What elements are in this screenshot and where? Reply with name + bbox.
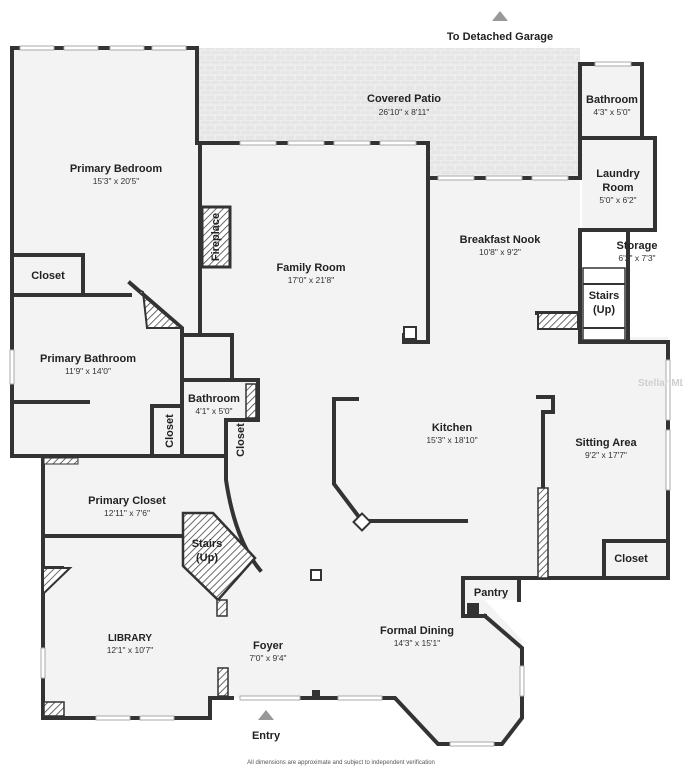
stairs-up-label: (Up) — [593, 304, 615, 316]
room-name: Storage — [617, 240, 658, 252]
room-dims: 17'0" x 21'8" — [288, 275, 335, 285]
room-dims: 26'10" x 8'11" — [379, 107, 430, 117]
room-name: Primary Bedroom — [70, 163, 163, 175]
stairs-up-hatch — [537, 312, 579, 330]
room-dims: 12'1" x 10'7" — [107, 645, 154, 655]
room-dims: 10'8" x 9'2" — [479, 247, 521, 257]
laundry-floor — [582, 138, 655, 230]
stairs-label: Stairs — [589, 290, 620, 302]
room-dims: 9'2" x 17'7" — [585, 450, 627, 460]
stairs-right — [582, 267, 626, 341]
fireplace-label: Fireplace — [210, 213, 222, 261]
room-labels: Covered Patio 26'10" x 8'11" Bathroom 4'… — [31, 31, 657, 766]
foyer-pillar-2 — [217, 667, 229, 697]
pantry-label: Pantry — [474, 587, 509, 599]
library-corner-hatch-2 — [43, 701, 65, 717]
windows — [9, 45, 671, 747]
room-name: Kitchen — [432, 422, 473, 434]
wall-hatch-2 — [43, 457, 79, 465]
entry-arrow-icon — [258, 710, 274, 720]
room-name: Bathroom — [188, 393, 240, 405]
room-name: Primary Closet — [88, 495, 166, 507]
stairs-up-label: (Up) — [196, 552, 218, 564]
patio-bathroom-floor — [582, 64, 642, 138]
column-4 — [352, 512, 372, 532]
room-name: LIBRARY — [108, 633, 152, 644]
room-name: Laundry — [596, 168, 640, 180]
garage-label: To Detached Garage — [447, 31, 553, 43]
fireplace-hatch — [200, 205, 232, 269]
room-dims: 7'0" x 9'4" — [249, 653, 286, 663]
interior-floor — [12, 48, 668, 744]
disclaimer: All dimensions are approximate and subje… — [247, 760, 435, 766]
room-dims: 15'3" x 18'10" — [426, 435, 477, 445]
room-name: Sitting Area — [575, 437, 637, 449]
room-dims: 15'3" x 20'5" — [93, 176, 140, 186]
room-dims: 4'1" x 5'0" — [195, 406, 232, 416]
closet-label: Closet — [614, 553, 648, 565]
room-name: Covered Patio — [367, 93, 441, 105]
sitting-wall-hatch — [537, 487, 549, 579]
north-arrow-icon — [492, 11, 508, 21]
stairs-hatch — [181, 511, 257, 602]
watermark: Stellar MLS — [638, 378, 683, 389]
bath-wall-hatch — [132, 286, 184, 329]
room-dims: 5'0" x 6'2" — [599, 195, 636, 205]
library-corner-hatch — [42, 567, 73, 597]
column-2 — [312, 690, 320, 700]
room-name: Primary Bathroom — [40, 353, 136, 365]
closet-label: Closet — [235, 423, 247, 457]
closet-label: Closet — [164, 414, 176, 448]
closet-label: Closet — [31, 270, 65, 282]
room-name: Family Room — [276, 262, 345, 274]
room-name: Bathroom — [586, 94, 638, 106]
room-dims: 14'3" x 15'1" — [394, 638, 441, 648]
foyer-pillar-1 — [216, 599, 228, 617]
room-name: Foyer — [253, 640, 284, 652]
entry-label: Entry — [252, 730, 281, 742]
room-name: Room — [602, 182, 633, 194]
column-3 — [403, 326, 417, 340]
room-dims: 4'3" x 5'0" — [593, 107, 630, 117]
pillar-hatch-1 — [245, 383, 257, 419]
stairs-label: Stairs — [192, 538, 223, 550]
room-name: Breakfast Nook — [460, 234, 542, 246]
stair-closet-walls — [224, 418, 263, 573]
room-dims: 6'2" x 7'3" — [618, 253, 655, 263]
pantry-shelf — [467, 603, 479, 615]
room-name: Formal Dining — [380, 625, 454, 637]
room-dims: 11'9" x 14'0" — [65, 366, 111, 376]
room-dims: 12'11" x 7'6" — [104, 508, 150, 518]
column-1 — [310, 569, 322, 581]
